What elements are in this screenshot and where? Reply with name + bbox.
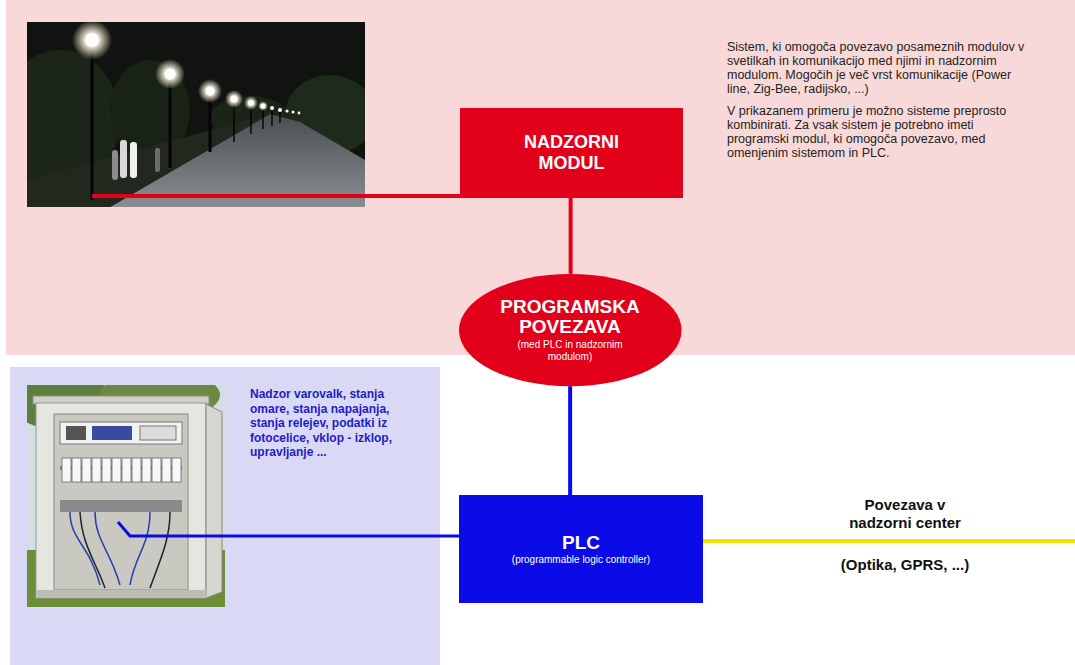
street-photo [250,106,252,134]
cabinet-photo [36,403,206,598]
street-photo [27,22,365,207]
cabinet-photo [80,512,105,588]
link-label: Povezava v nadzorni center [835,496,975,532]
street-photo [169,80,172,168]
street-photo [225,90,243,108]
node-subtitle: (programmable logic controller) [512,554,650,566]
cabinet-photo [54,414,188,590]
network-link [703,539,1075,543]
street-photo [285,109,288,112]
cabinet-photo [132,458,141,482]
cabinet-photo [206,404,222,598]
street-photo [155,59,185,89]
street-photo [270,106,274,110]
street-photo [72,22,112,60]
street-photo [231,96,238,103]
cabinet-photo [112,458,121,482]
cabinet-photo [60,500,182,512]
cabinet-photo [142,458,151,482]
cabinet-photo [60,422,182,444]
plc-box: PLC(programmable logic controller) [459,495,703,603]
cabinet-photo [27,385,225,607]
cabinet-photo [92,458,101,482]
cabinet-photo [62,458,71,482]
street-photo [85,33,99,47]
street-photo [112,150,118,180]
cabinet-photo [140,426,176,440]
cabinet-photo [66,426,86,440]
street-photo [91,48,94,200]
street-photo [258,101,268,111]
street-photo [298,112,301,115]
cabinet-photo [122,458,131,482]
street-photo [206,87,215,96]
cabinet-photo [130,512,150,585]
street-photo [262,109,264,129]
cabinet-photo [27,385,225,607]
street-photo [233,103,235,142]
street-photo [165,69,176,80]
cabinet-photo [70,512,150,585]
street-photo [261,104,266,109]
street-photo [279,112,281,123]
cabinet-photo [102,458,111,482]
node-title: PROGRAMSKA POVEZAVA [495,297,645,339]
street-photo [234,103,280,142]
text-group: Sistem, ki omogoča povezavo posameznih m… [727,40,1027,168]
node-subtitle: (med PLC in nadzornim modulom) [510,339,630,363]
street-photo [198,79,222,103]
street-photo [271,111,273,126]
cabinet-photo [150,512,170,588]
street-photo [244,96,258,110]
signal-wire [118,522,459,536]
process-box: NADZORNI MODUL [460,108,683,198]
link-label: (Optika, GPRS, ...) [815,556,995,574]
cabinet-photo [82,458,91,482]
connector-line [569,198,573,274]
text-group: Nadzor varovalk, stanja omare, stanja na… [250,387,405,460]
cabinet-photo [72,458,81,482]
panel-fill [10,367,440,665]
region-panel: Nadzor varovalk, stanja omare, stanja na… [10,367,440,665]
cabinet-photo [92,426,132,440]
cabinet-photo [62,458,181,482]
street-photo [209,96,212,152]
band-fill [6,0,1075,355]
ellipse-outline [459,274,682,386]
street-photo [278,108,282,112]
street-photo [155,148,160,172]
node-title: Sistem, ki omogoča povezavo posameznih m… [727,40,1027,96]
node-title: PLC [562,532,600,554]
link-ellipse: PROGRAMSKA POVEZAVA(med PLC in nadzornim… [459,274,682,386]
street-photo [120,140,127,178]
cabinet-photo [36,590,206,598]
node-title: NADZORNI MODUL [512,132,632,173]
street-photo [92,48,210,200]
street-photo [130,142,137,178]
connector-line [568,386,572,495]
street-photo [112,140,160,180]
cabinet-photo [162,458,171,482]
cabinet-photo [172,458,181,482]
node-title: Nadzor varovalk, stanja omare, stanja na… [250,387,405,460]
street-photo [248,100,254,106]
cabinet-photo [152,458,161,482]
node-subtitle: V prikazanem primeru je možno sisteme pr… [727,104,1027,160]
cabinet-photo [80,512,170,588]
signal-wire [92,194,460,198]
street-photo [292,111,295,114]
